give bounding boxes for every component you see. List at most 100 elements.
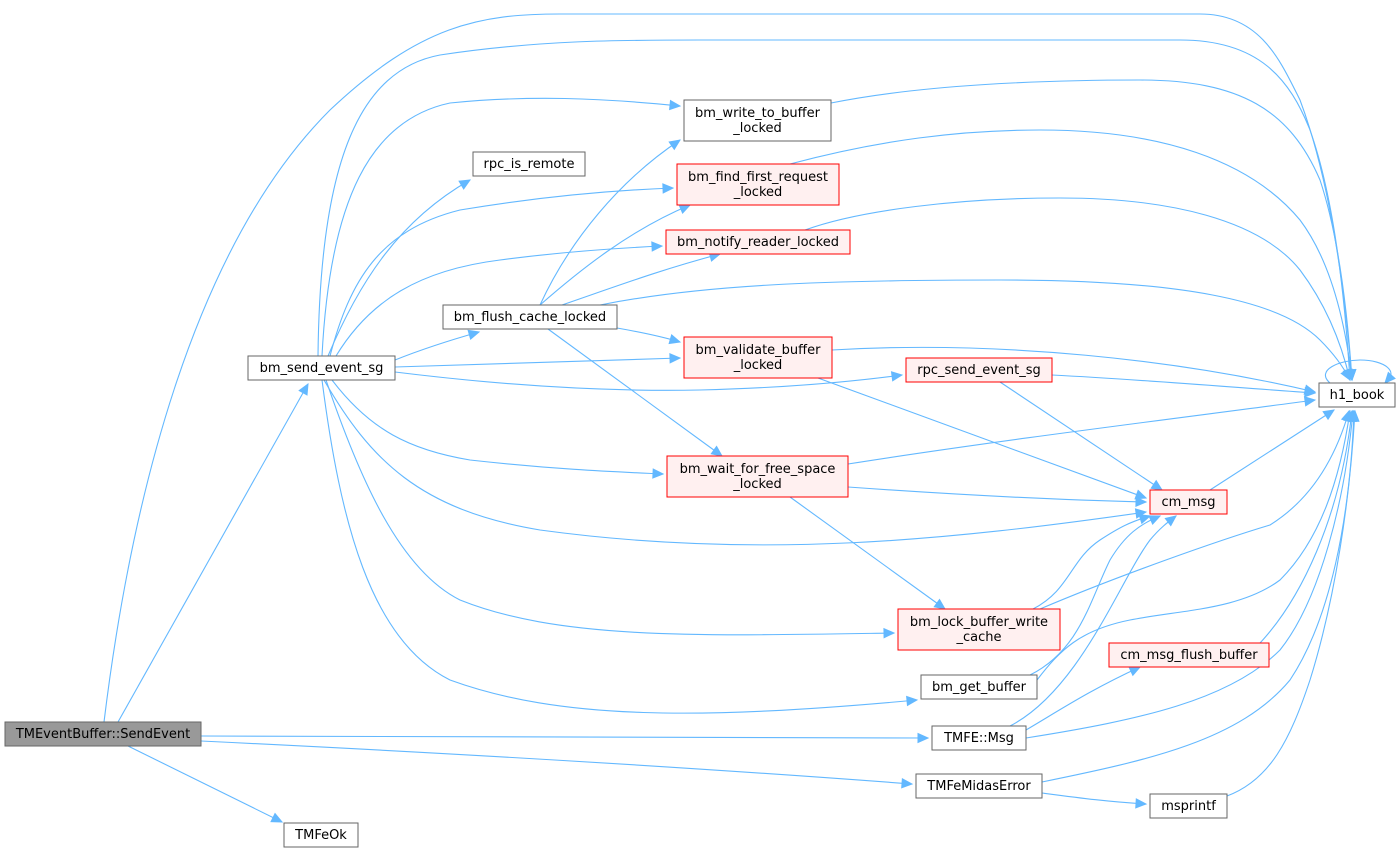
node-box[interactable]: [897, 608, 1061, 651]
node-send-event[interactable]: TMEventBuffer::SendEvent: [4, 721, 202, 747]
node-box[interactable]: [1108, 642, 1270, 668]
edge-bm_send_event_sg-to-rpc_is_remote: [327, 179, 472, 357]
arrow-head-icon: [710, 445, 723, 457]
node-label: TMFE::Msg: [943, 731, 1014, 746]
edge-line: [117, 383, 309, 723]
node-box[interactable]: [283, 822, 359, 848]
node-box[interactable]: [666, 455, 849, 498]
node-box[interactable]: [247, 355, 396, 381]
node-bm-validate-buffer-locked[interactable]: bm_validate_buffer_locked: [683, 336, 833, 379]
node-box[interactable]: [472, 151, 586, 177]
edge-send_event-to-tmfe_msg: [200, 732, 930, 744]
node-tmfe-ok[interactable]: TMFeOk: [283, 822, 359, 848]
edge-bm_send_event_sg-to-bm_validate_buffer_locked: [394, 353, 682, 368]
arrow-head-icon: [1135, 798, 1148, 809]
edge-line: [547, 328, 723, 457]
node-box[interactable]: [931, 725, 1027, 751]
arrow-head-icon: [1148, 515, 1162, 526]
edge-bm_send_event_sg-to-rpc_send_event_sg: [394, 371, 904, 391]
node-bm-find-first-request-locked[interactable]: bm_find_first_request_locked: [676, 163, 840, 206]
node-label: bm_lock_buffer_write: [910, 615, 1048, 630]
node-bm-lock-buffer-write-cache[interactable]: bm_lock_buffer_write_cache: [897, 608, 1061, 651]
node-box[interactable]: [442, 304, 618, 330]
edge-bm_validate_buffer_locked-to-cm_msg: [817, 377, 1148, 500]
arrow-head-icon: [1349, 409, 1360, 422]
nodes-layer: TMEventBuffer::SendEvent bm_send_event_sg…: [4, 99, 1396, 848]
node-box[interactable]: [683, 99, 832, 142]
edge-line: [830, 79, 1353, 381]
node-box[interactable]: [1149, 793, 1228, 819]
edge-cm_msg-to-h1_book: [1209, 409, 1336, 491]
node-cm-msg-flush-buffer[interactable]: cm_msg_flush_buffer: [1108, 642, 1270, 668]
node-box[interactable]: [1149, 489, 1228, 515]
edge-line: [103, 13, 1353, 723]
arrow-head-icon: [458, 179, 472, 190]
edge-line: [1036, 410, 1351, 681]
node-label: cm_msg: [1162, 495, 1216, 510]
edge-bm_wait_for_free_space_locked-to-h1_book: [847, 396, 1317, 465]
arrow-head-icon: [1138, 514, 1152, 525]
node-label: TMEventBuffer::SendEvent: [15, 727, 190, 742]
node-bm-flush-cache-locked[interactable]: bm_flush_cache_locked: [442, 304, 618, 330]
arrow-head-icon: [652, 468, 665, 479]
edge-bm_wait_for_free_space_locked-to-cm_msg: [847, 486, 1148, 508]
node-label: TMFeMidasError: [926, 779, 1031, 794]
node-label: TMFeOk: [294, 828, 347, 843]
arrow-head-icon: [917, 732, 930, 744]
edge-bm_flush_cache_locked-to-bm_write_to_buffer_locked: [539, 139, 682, 306]
node-box[interactable]: [4, 721, 202, 747]
node-box[interactable]: [1318, 382, 1396, 408]
edge-bm_validate_buffer_locked-to-h1_book: [831, 346, 1317, 395]
edge-bm_get_buffer-to-cm_msg: [1029, 515, 1162, 676]
node-bm-write-to-buffer-locked[interactable]: bm_write_to_buffer_locked: [683, 99, 832, 142]
arrow-head-icon: [1134, 489, 1148, 500]
node-box[interactable]: [920, 674, 1038, 700]
node-label: _cache: [956, 630, 1002, 645]
node-bm-send-event-sg[interactable]: bm_send_event_sg: [247, 355, 396, 381]
arrow-head-icon: [906, 695, 919, 707]
edge-bm_send_event_sg-to-bm_flush_cache_locked: [394, 329, 481, 361]
node-label: bm_get_buffer: [932, 680, 1027, 695]
node-msprintf[interactable]: msprintf: [1149, 793, 1228, 819]
node-h1-book[interactable]: h1_book: [1318, 382, 1396, 408]
edge-line: [789, 496, 946, 610]
node-tmfe-midas-error[interactable]: TMFeMidasError: [915, 773, 1043, 799]
node-bm-get-buffer[interactable]: bm_get_buffer: [920, 674, 1038, 700]
edge-bm_send_event_sg-to-bm_notify_reader_locked: [335, 241, 664, 357]
arrow-head-icon: [669, 99, 682, 111]
edge-line: [561, 253, 721, 306]
node-cm-msg[interactable]: cm_msg: [1149, 489, 1228, 515]
node-rpc-send-event-sg[interactable]: rpc_send_event_sg: [905, 357, 1053, 383]
node-tmfe-msg[interactable]: TMFE::Msg: [931, 725, 1027, 751]
node-label: bm_wait_for_free_space: [680, 462, 836, 477]
node-box[interactable]: [905, 357, 1053, 383]
edge-bm_send_event_sg-to-bm_get_buffer: [321, 379, 919, 714]
edge-bm_flush_cache_locked-to-bm_wait_for_free_space_locked: [547, 328, 723, 457]
node-box[interactable]: [676, 163, 840, 206]
edge-bm_send_event_sg-to-bm_write_to_buffer_locked: [321, 97, 682, 357]
arrow-head-icon: [298, 382, 309, 396]
node-bm-notify-reader-locked[interactable]: bm_notify_reader_locked: [665, 229, 851, 255]
edge-line: [1209, 409, 1335, 491]
node-box[interactable]: [683, 336, 833, 379]
edge-bm_find_first_request_locked-to-h1_book: [789, 129, 1356, 382]
node-label: h1_book: [1330, 388, 1385, 403]
node-box[interactable]: [665, 229, 851, 255]
edge-line: [1041, 792, 1147, 805]
node-bm-wait-for-free-space-locked[interactable]: bm_wait_for_free_space_locked: [666, 455, 849, 498]
edge-line: [1324, 359, 1392, 384]
node-label: rpc_send_event_sg: [917, 363, 1041, 378]
node-box[interactable]: [915, 773, 1043, 799]
arrow-head-icon: [1128, 666, 1142, 677]
edge-line: [539, 204, 691, 306]
edge-line: [1051, 374, 1316, 394]
edge-line: [321, 97, 681, 357]
arrow-head-icon: [651, 241, 664, 252]
edge-line: [331, 379, 664, 475]
edge-line: [1259, 410, 1353, 644]
node-label: bm_validate_buffer: [696, 343, 822, 358]
edge-line: [200, 740, 913, 785]
edge-line: [1029, 515, 1161, 676]
node-rpc-is-remote[interactable]: rpc_is_remote: [472, 151, 586, 177]
